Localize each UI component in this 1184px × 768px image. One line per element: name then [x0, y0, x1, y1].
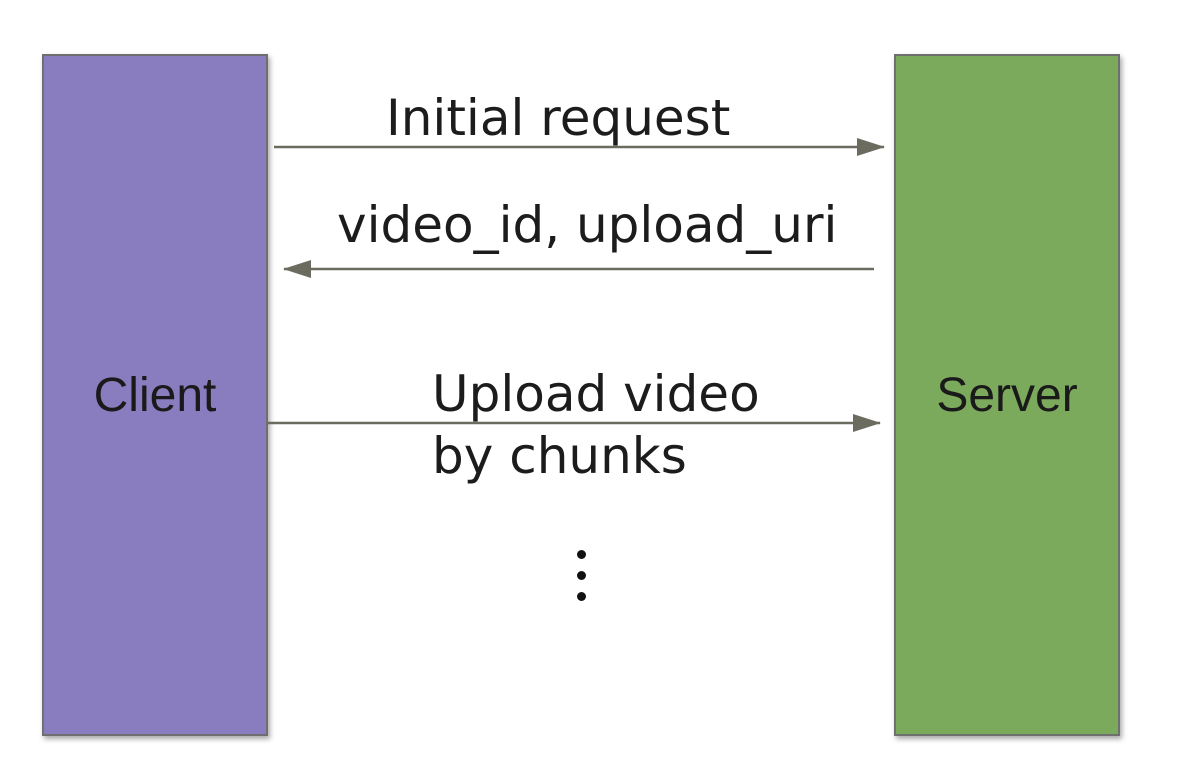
client-label: Client — [93, 368, 217, 422]
initial-request-label: Initial request — [386, 87, 730, 149]
server-label: Server — [936, 368, 1078, 422]
video-id-response-label: video_id, upload_uri — [337, 194, 837, 256]
ellipsis-dot — [577, 592, 586, 601]
ellipsis-dot — [577, 550, 586, 559]
server-box: Server — [894, 54, 1120, 736]
upload-chunks-label-line-2: by chunks — [432, 427, 687, 485]
video-id-response-label-line: video_id, upload_uri — [337, 196, 838, 254]
upload-chunks-label-line-1: Upload video — [432, 365, 760, 423]
upload-chunks-label: Upload video by chunks — [432, 363, 760, 487]
client-box: Client — [42, 54, 268, 736]
ellipsis-dot — [577, 571, 586, 580]
vertical-ellipsis-icon — [571, 550, 593, 610]
initial-request-label-line: Initial request — [386, 89, 731, 147]
